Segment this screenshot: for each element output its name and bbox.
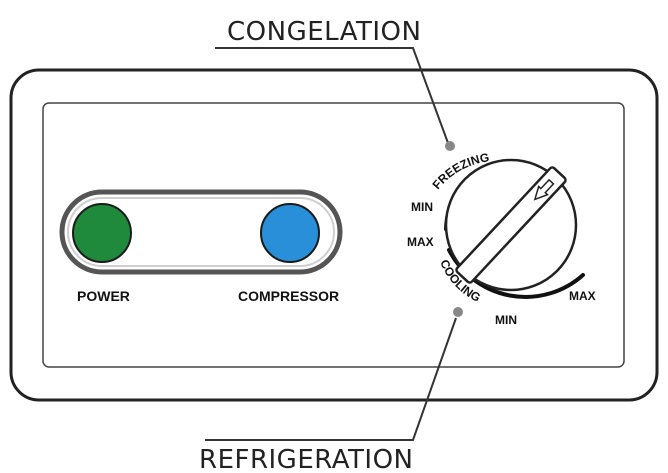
compressor-label: COMPRESSOR <box>238 288 339 304</box>
congelation-leader-line <box>215 47 449 144</box>
cooling-min-label: MIN <box>495 313 517 327</box>
freezing-max-label: MAX <box>569 289 596 303</box>
refrigeration-callout-label: REFRIGERATION <box>199 445 414 473</box>
refrigeration-leader-line <box>205 317 457 441</box>
knob-handle[interactable] <box>455 166 567 284</box>
power-indicator-light <box>72 203 132 263</box>
inner-panel <box>42 102 625 368</box>
power-label: POWER <box>77 288 130 304</box>
compressor-indicator-light <box>260 203 320 263</box>
pointer-arrow-icon <box>533 178 555 201</box>
refrigeration-leader-dot <box>453 307 463 317</box>
congelation-callout-label: CONGELATION <box>227 17 421 47</box>
indicator-capsule-inner <box>67 197 335 267</box>
congelation-leader-dot <box>445 141 455 151</box>
freezing-min-label: MIN <box>411 200 433 214</box>
outer-panel <box>9 68 659 402</box>
cooling-max-label: MAX <box>407 235 434 249</box>
